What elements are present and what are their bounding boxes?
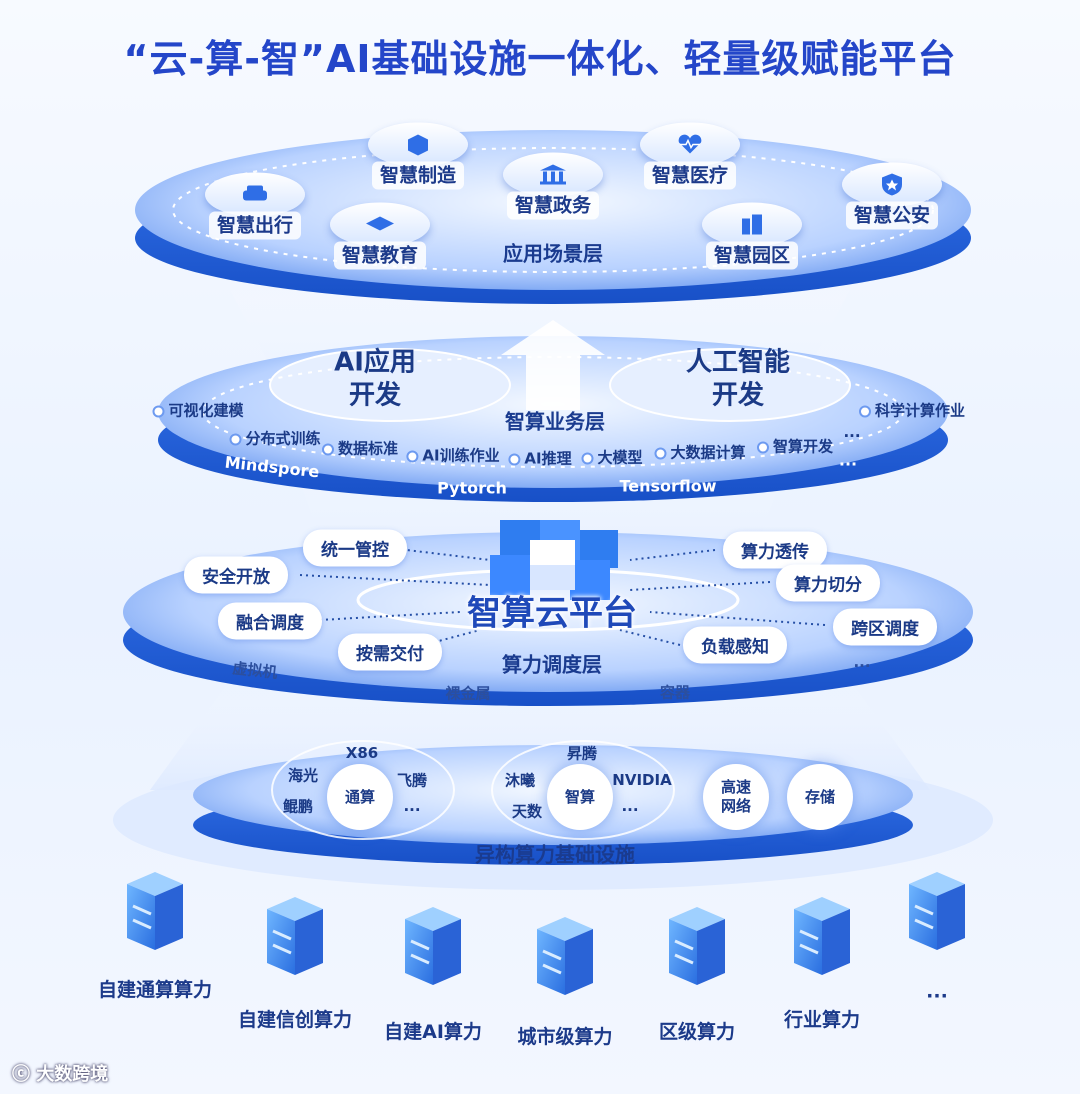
chip-label: 飞腾 — [396, 771, 428, 790]
server-icon — [667, 905, 727, 991]
chip-more: ··· — [403, 801, 421, 819]
watermark-logo-icon: ⓒ — [12, 1064, 30, 1085]
capability-pill: 跨区调度 — [833, 608, 937, 646]
server-icon — [792, 895, 852, 981]
graduation-cap-icon — [366, 216, 394, 231]
framework-more: ··· — [838, 454, 858, 474]
framework-pytorch: Pytorch — [437, 478, 507, 498]
capability-pill: 统一管控 — [303, 529, 407, 567]
general-compute-center: 通算 — [327, 764, 393, 830]
framework-tensorflow: Tensorflow — [619, 476, 717, 496]
high-speed-network: 高速网络 — [703, 764, 769, 830]
server-icon — [907, 870, 967, 956]
general-compute-group — [271, 740, 455, 840]
chip-label: X86 — [345, 744, 379, 762]
chip-label: 昇腾 — [566, 744, 598, 763]
biz-item: 智算开发 — [756, 436, 833, 457]
scenario-mobility: 智慧出行 — [205, 172, 305, 240]
deploy-container: 容器 — [659, 683, 691, 702]
deploy-bare-metal: 裸金属 — [445, 684, 491, 703]
storage: 存储 — [787, 764, 853, 830]
capability-pill: 算力透传 — [723, 531, 827, 569]
layer-name-business: 智算业务层 — [505, 409, 605, 434]
scenario-park: 智慧园区 — [702, 202, 802, 270]
heart-pulse-icon — [678, 134, 702, 154]
biz-more: ··· — [843, 427, 861, 445]
layer-name-application: 应用场景层 — [503, 241, 603, 266]
chip-more: ··· — [621, 801, 639, 819]
cube-cluster-icon — [490, 520, 618, 600]
intelligent-compute-group — [491, 740, 675, 840]
scenario-manufacturing: 智慧制造 — [368, 122, 468, 190]
scenario-government: 智慧政务 — [503, 152, 603, 220]
police-badge-icon — [882, 173, 902, 196]
compute-source-label: 区级算力 — [658, 1021, 736, 1043]
capability-pill: 融合调度 — [218, 602, 322, 640]
server-icon — [403, 905, 463, 991]
ai-app-dev-line2: 开发 — [348, 380, 402, 411]
scenario-education: 智慧教育 — [330, 202, 430, 270]
compute-source-label: 自建信创算力 — [237, 1009, 353, 1031]
page-title: “云-算-智”AI基础设施一体化、轻量级赋能平台 — [123, 37, 957, 81]
chip-label: 海光 — [287, 766, 319, 785]
biz-item: 科学计算作业 — [858, 400, 965, 421]
layer-name-scheduling: 算力调度层 — [502, 652, 602, 677]
biz-item: AI推理 — [508, 448, 572, 469]
human-ai-dev-line1: 人工智能 — [685, 347, 791, 378]
platform-name: 智算云平台 — [467, 593, 637, 634]
scenario-public-security: 智慧公安 — [842, 162, 942, 230]
sched-more: ··· — [853, 657, 871, 675]
compute-source-more: ··· — [926, 985, 948, 1007]
chip-label: 沐曦 — [504, 771, 536, 790]
capability-pill: 算力切分 — [776, 564, 880, 602]
chip-label: 天数 — [511, 802, 543, 821]
cube-icon — [408, 134, 428, 156]
compute-source-label: 行业算力 — [783, 1009, 861, 1031]
server-icon — [535, 915, 595, 1001]
compute-source-label: 自建AI算力 — [384, 1021, 482, 1043]
biz-item: 大模型 — [581, 447, 643, 468]
chip-label: NVIDIA — [612, 771, 672, 789]
biz-item: 大数据计算 — [654, 442, 746, 463]
intelligent-compute-center: 智算 — [547, 764, 613, 830]
government-building-icon — [540, 164, 566, 185]
server-icon — [125, 870, 185, 956]
watermark: ⓒ 大数跨境 — [12, 1064, 109, 1085]
buildings-icon — [742, 214, 762, 235]
scenario-healthcare: 智慧医疗 — [640, 122, 740, 190]
compute-source-label: 城市级算力 — [517, 1026, 613, 1048]
biz-item: 可视化建模 — [152, 400, 244, 421]
compute-source-label: 自建通算算力 — [97, 979, 213, 1001]
biz-item: 数据标准 — [321, 438, 398, 459]
chip-label: 鲲鹏 — [282, 797, 314, 816]
capability-pill: 按需交付 — [338, 633, 442, 671]
biz-item: 分布式训练 — [229, 428, 321, 449]
layer-name-infrastructure: 异构算力基础设施 — [475, 842, 635, 867]
capability-pill: 安全开放 — [184, 556, 288, 594]
capability-pill: 负载感知 — [683, 626, 787, 664]
human-ai-dev-line2: 开发 — [711, 380, 765, 411]
server-icon — [265, 895, 325, 981]
ai-app-dev-line1: AI应用 — [334, 347, 416, 378]
biz-item: AI训练作业 — [406, 445, 500, 466]
car-icon — [243, 185, 267, 201]
